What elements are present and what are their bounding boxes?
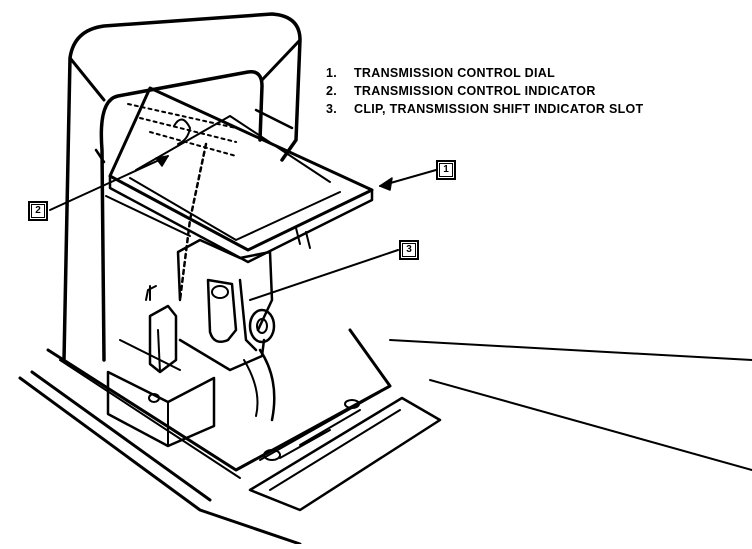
leader-1-arrow	[379, 177, 393, 191]
callout-2: 2	[28, 201, 48, 221]
leader-2-arrow	[155, 155, 169, 167]
leader-3	[249, 249, 399, 301]
legend-label: TRANSMISSION CONTROL DIAL	[354, 66, 556, 80]
indicator-hidden-lines	[127, 103, 237, 157]
callout-3: 3	[399, 240, 419, 260]
legend-item-2: 2. TRANSMISSION CONTROL INDICATOR	[326, 82, 644, 100]
callout-2-label: 2	[31, 204, 45, 218]
leader-2	[49, 155, 169, 211]
control-dial-plate	[108, 86, 374, 252]
console-tray	[46, 328, 392, 472]
legend-label: CLIP, TRANSMISSION SHIFT INDICATOR SLOT	[354, 102, 644, 116]
legend-number: 2.	[326, 84, 338, 98]
console-right-panel	[248, 396, 442, 512]
console-base	[18, 376, 302, 546]
lower-bracket	[106, 370, 216, 448]
legend-item-1: 1. TRANSMISSION CONTROL DIAL	[326, 64, 644, 82]
callout-1: 1	[436, 160, 456, 180]
handle-frame	[62, 12, 302, 362]
legend: 1. TRANSMISSION CONTROL DIAL 2. TRANSMIS…	[326, 64, 644, 118]
legend-label: TRANSMISSION CONTROL INDICATOR	[354, 84, 596, 98]
callout-1-label: 1	[439, 163, 453, 177]
callout-3-label: 3	[402, 243, 416, 257]
legend-number: 1.	[326, 66, 338, 80]
shift-linkage	[176, 238, 274, 332]
legend-item-3: 3. CLIP, TRANSMISSION SHIFT INDICATOR SL…	[326, 100, 644, 118]
legend-number: 3.	[326, 102, 338, 116]
